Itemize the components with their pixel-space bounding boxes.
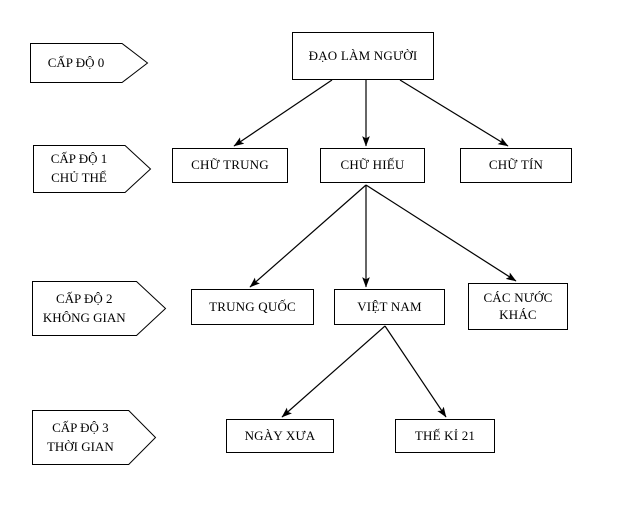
edge-viet-nam-to-the-ki-21 — [384, 325, 447, 418]
node-chu-trung[interactable]: CHỮ TRUNG — [172, 148, 288, 183]
node-ngay-xua[interactable]: NGÀY XƯA — [226, 419, 334, 453]
node-trung-quoc[interactable]: TRUNG QUỐC — [191, 289, 314, 325]
edge-dao-lam-nguoi-to-chu-tin — [399, 79, 509, 147]
edge-chu-hieu-to-trung-quoc — [249, 184, 367, 288]
level-tag-shape — [30, 43, 149, 83]
node-cac-nuoc-khac[interactable]: CÁC NƯỚC KHÁC — [468, 283, 568, 330]
level-tag-level-3: CẤP ĐỘ 3 THỜI GIAN — [32, 410, 157, 465]
level-tag-label: CẤP ĐỘ 3 THỜI GIAN — [46, 419, 114, 454]
edge-dao-lam-nguoi-to-chu-trung — [233, 79, 333, 147]
node-the-ki-21[interactable]: THẾ KỈ 21 — [395, 419, 495, 453]
level-tag-label: CẤP ĐỘ 0 — [47, 54, 105, 70]
node-chu-tin[interactable]: CHỮ TÍN — [460, 148, 572, 183]
level-tag-shape — [33, 145, 152, 193]
edge-viet-nam-to-ngay-xua — [281, 325, 386, 418]
level-tag-level-1: CẤP ĐỘ 1 CHỦ THỂ — [33, 145, 152, 193]
node-dao-lam-nguoi[interactable]: ĐẠO LÀM NGƯỜI — [292, 32, 434, 80]
level-tag-shape — [32, 281, 167, 336]
node-viet-nam[interactable]: VIỆT NAM — [334, 289, 445, 325]
level-tag-level-2: CẤP ĐỘ 2 KHÔNG GIAN — [32, 281, 167, 336]
node-chu-hieu[interactable]: CHỮ HIẾU — [320, 148, 425, 183]
edge-chu-hieu-to-cac-nuoc-khac — [365, 184, 517, 282]
level-tag-label: CẤP ĐỘ 2 KHÔNG GIAN — [42, 290, 126, 325]
level-tag-label: CẤP ĐỘ 1 CHỦ THỂ — [50, 151, 108, 185]
level-tag-level-0: CẤP ĐỘ 0 — [30, 43, 149, 83]
level-tag-shape — [32, 410, 157, 465]
